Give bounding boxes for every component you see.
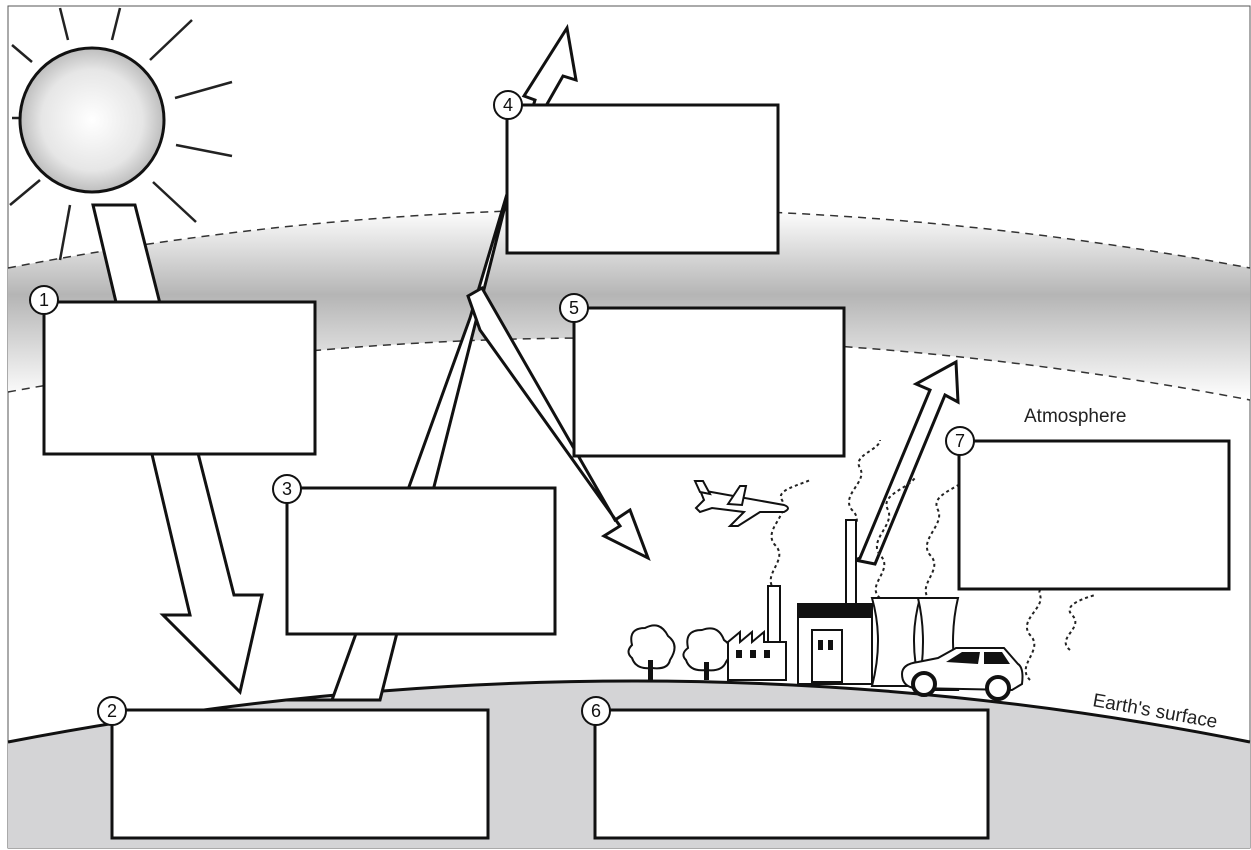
- label-box-5[interactable]: 5: [559, 293, 846, 458]
- number-label-7: 7: [955, 431, 965, 451]
- label-box-2[interactable]: 2: [97, 696, 490, 840]
- number-label-3: 3: [282, 479, 292, 499]
- number-badge-2: [97, 696, 127, 726]
- number-label-6: 6: [591, 701, 601, 721]
- number-badge-5: [559, 293, 589, 323]
- sun-icon: [9, 7, 233, 261]
- number-label-5: 5: [569, 298, 579, 318]
- number-badge-7: [945, 426, 975, 456]
- number-badge-6: [581, 696, 611, 726]
- outgoing-radiation-arrow: [286, 23, 578, 702]
- label-box-3[interactable]: 3: [272, 474, 557, 636]
- atmosphere-label: Atmosphere: [1024, 406, 1126, 427]
- label-box-4[interactable]: 4: [493, 90, 780, 255]
- factory-icon: [727, 585, 787, 681]
- label-box-7[interactable]: 7: [945, 426, 1231, 591]
- label-box-6[interactable]: 6: [581, 696, 990, 840]
- tree-icon: [627, 624, 732, 680]
- number-label-4: 4: [503, 95, 513, 115]
- reradiated-arrow: [466, 285, 651, 562]
- emissions-arrow: [849, 359, 960, 566]
- car-icon: [900, 647, 1024, 701]
- number-badge-1: [29, 285, 59, 315]
- airplane-icon: [693, 480, 789, 527]
- number-label-1: 1: [39, 290, 49, 310]
- label-box-1[interactable]: 1: [29, 285, 317, 456]
- number-badge-4: [493, 90, 523, 120]
- number-label-2: 2: [107, 701, 117, 721]
- number-badge-3: [272, 474, 302, 504]
